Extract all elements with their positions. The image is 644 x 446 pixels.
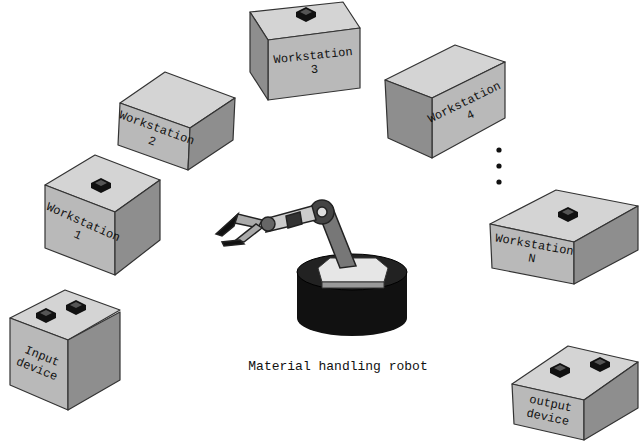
- workstation-box: output device: [508, 340, 642, 444]
- workstation-box: Workstation 1: [42, 148, 164, 278]
- robot-arm: [216, 200, 356, 268]
- dot: [496, 163, 501, 168]
- dot: [496, 147, 501, 152]
- robot-caption: Material handling robot: [248, 359, 427, 374]
- workstation-box: Workstation N: [486, 186, 642, 288]
- box-side: [115, 180, 160, 275]
- box-side: [188, 98, 235, 170]
- button-icon: [36, 308, 56, 323]
- button-icon: [91, 178, 111, 193]
- box-side: [385, 80, 432, 158]
- dot: [496, 179, 501, 184]
- workstation-box: Workstation 2: [114, 68, 239, 174]
- box-side: [68, 312, 120, 410]
- button-icon: [296, 7, 316, 22]
- box-side: [250, 12, 268, 100]
- button-icon: [550, 363, 570, 378]
- box-front: [268, 28, 360, 100]
- box-side: [574, 206, 638, 284]
- workstation-box: Workstation 3: [246, 0, 364, 104]
- button-icon: [590, 357, 610, 372]
- workstation-box: Input device: [6, 286, 124, 414]
- workstation-box: Workstation 4: [382, 42, 509, 164]
- button-icon: [66, 300, 86, 315]
- button-icon: [558, 207, 578, 222]
- box-front: [512, 384, 584, 440]
- box-shape: [508, 340, 642, 444]
- box-side: [584, 362, 638, 440]
